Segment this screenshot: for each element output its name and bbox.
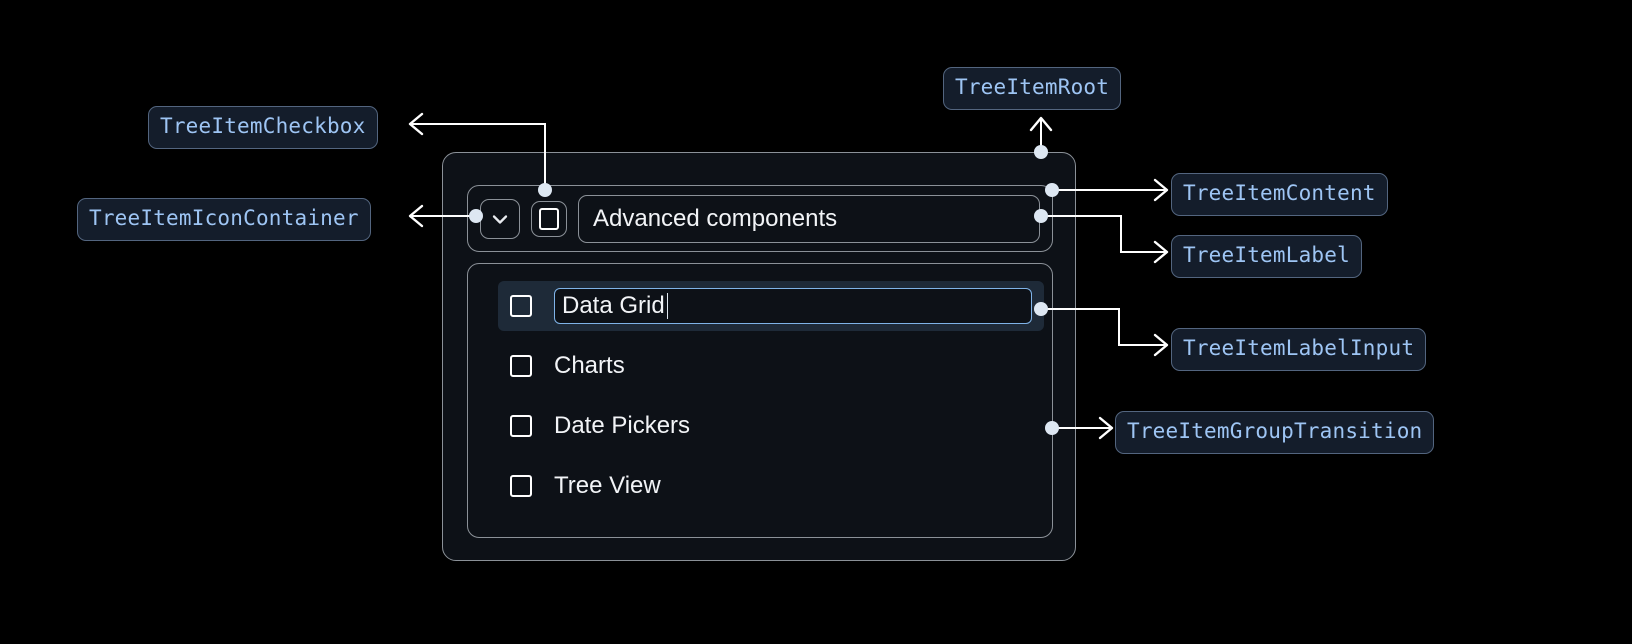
tree-child-row-tree-view[interactable]: Tree View: [498, 461, 1044, 511]
checkbox-unchecked-icon[interactable]: [510, 355, 532, 377]
tree-child-row-data-grid[interactable]: Data Grid: [498, 281, 1044, 331]
annotation-badge-tree-item-content: TreeItemContent: [1171, 173, 1388, 216]
tree-item-label-text: Advanced components: [593, 204, 838, 232]
tree-item-group-transition: Data Grid Charts Date Pickers Tree View: [467, 263, 1053, 538]
annotation-badge-tree-item-label-input: TreeItemLabelInput: [1171, 328, 1427, 371]
tree-item-label-input[interactable]: Data Grid: [554, 288, 1032, 324]
checkbox-unchecked-icon[interactable]: [510, 295, 532, 317]
annotation-badge-tree-item-label: TreeItemLabel: [1171, 235, 1362, 278]
annotation-badge-tree-item-group-transition: TreeItemGroupTransition: [1115, 411, 1435, 454]
arrowhead-label-input: [1153, 333, 1169, 357]
tree-child-label: Date Pickers: [554, 412, 691, 439]
tree-item-icon-container[interactable]: [480, 198, 520, 239]
annotation-badge-tree-item-checkbox: TreeItemCheckbox: [148, 106, 378, 149]
checkbox-unchecked-icon: [539, 207, 559, 230]
arrowhead-content: [1153, 178, 1169, 202]
tree-child-row-charts[interactable]: Charts: [498, 341, 1044, 391]
checkbox-unchecked-icon[interactable]: [510, 475, 532, 497]
checkbox-unchecked-icon[interactable]: [510, 415, 532, 437]
arrowhead-checkbox: [408, 112, 424, 136]
tree-item-checkbox[interactable]: [531, 200, 567, 237]
arrowhead-label: [1153, 240, 1169, 264]
arrowhead-icon-container: [408, 204, 424, 228]
annotation-badge-tree-item-root: TreeItemRoot: [943, 67, 1122, 110]
tree-item-label[interactable]: Advanced components: [578, 194, 1040, 243]
arrowhead-root: [1029, 116, 1053, 132]
tree-child-row-date-pickers[interactable]: Date Pickers: [498, 401, 1044, 451]
arrowhead-group-transition: [1098, 416, 1114, 440]
text-caret: [666, 293, 669, 319]
tree-item-content[interactable]: Advanced components: [467, 185, 1053, 252]
annotation-badge-tree-item-icon-container: TreeItemIconContainer: [77, 198, 371, 241]
chevron-down-icon: [488, 207, 512, 231]
tree-child-label: Charts: [554, 352, 625, 379]
tree-item-root[interactable]: Advanced components Data Grid Charts Dat…: [442, 152, 1076, 561]
tree-item-label-input-value: Data Grid: [562, 292, 665, 319]
tree-child-label: Tree View: [554, 472, 661, 499]
